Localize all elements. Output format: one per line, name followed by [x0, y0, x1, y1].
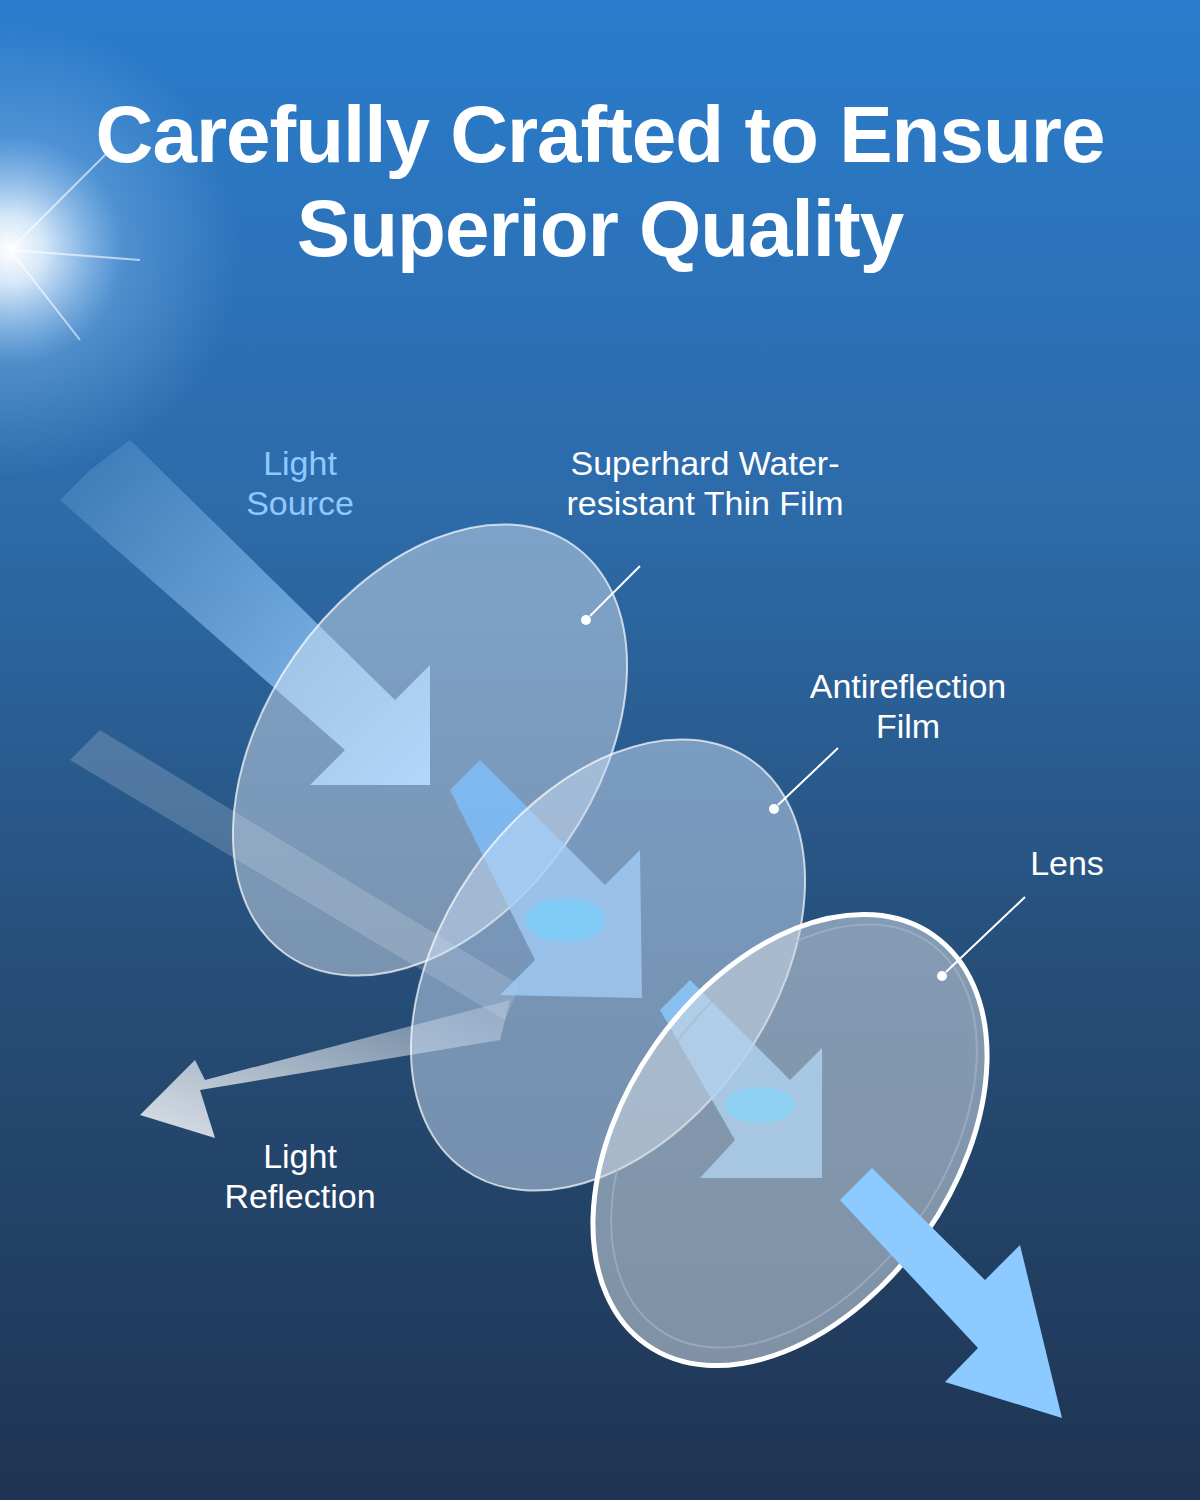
title: Carefully Crafted to Ensure Superior Qua…	[60, 88, 1140, 276]
sun-glow	[0, 20, 240, 480]
lens-label: Lens	[1007, 843, 1127, 883]
lens-disc	[511, 841, 1068, 1440]
thin-film-label: Superhard Water-resistant Thin Film	[560, 443, 850, 523]
light-source-label: Light Source	[215, 443, 385, 523]
glow	[525, 898, 605, 942]
glow	[725, 1087, 795, 1123]
exit-arrow	[840, 1168, 1062, 1418]
reflection-label: Light Reflection	[200, 1136, 400, 1216]
leader-lines	[590, 566, 1025, 972]
antireflection-label: Antireflection Film	[778, 666, 1038, 746]
